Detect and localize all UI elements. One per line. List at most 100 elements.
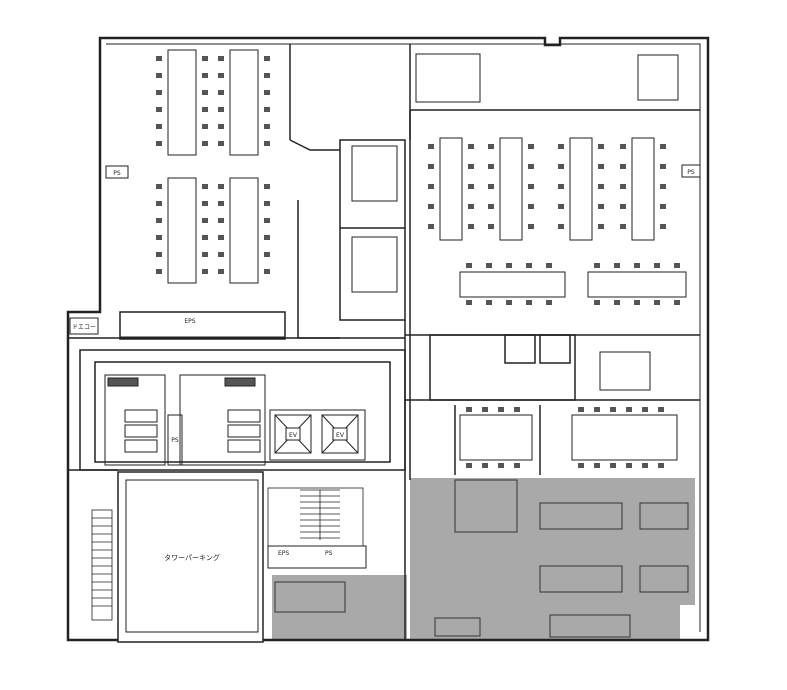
chair-icon — [468, 144, 474, 149]
chair-icon — [218, 73, 224, 78]
chair-icon — [526, 300, 532, 305]
chair-icon — [428, 144, 434, 149]
elevator-left-label: EV — [289, 432, 298, 439]
chair-icon — [514, 407, 520, 412]
chair-icon — [528, 184, 534, 189]
chair-icon — [528, 164, 534, 169]
chair-icon — [598, 224, 604, 229]
chair-icon — [156, 201, 162, 206]
chair-icon — [218, 269, 224, 274]
chair-icon — [264, 141, 270, 146]
chair-icon — [546, 300, 552, 305]
restrooms — [104, 374, 266, 466]
chair-icon — [488, 144, 494, 149]
door-note-box — [69, 317, 99, 335]
chair-icon — [264, 218, 270, 223]
chair-icon — [488, 184, 494, 189]
chair-icon — [156, 269, 162, 274]
chair-icon — [498, 407, 504, 412]
chair-icon — [528, 204, 534, 209]
chair-icon — [264, 56, 270, 61]
chair-icon — [506, 300, 512, 305]
center-stair — [267, 487, 364, 547]
chair-icon — [614, 300, 620, 305]
chair-icon — [264, 73, 270, 78]
chair-icon — [202, 201, 208, 206]
chair-icon — [610, 463, 616, 468]
chair-icon — [156, 124, 162, 129]
chair-icon — [202, 124, 208, 129]
chair-icon — [218, 184, 224, 189]
chair-icon — [466, 463, 472, 468]
chair-icon — [466, 263, 472, 268]
chair-icon — [558, 184, 564, 189]
chair-icon — [264, 124, 270, 129]
chair-icon — [468, 184, 474, 189]
chair-icon — [626, 407, 632, 412]
chair-icon — [202, 107, 208, 112]
chair-icon — [486, 263, 492, 268]
chair-icon — [202, 252, 208, 257]
eps-bottom-label: EPS — [278, 550, 289, 557]
chair-icon — [156, 141, 162, 146]
parking-label: タワーパーキング — [164, 553, 220, 562]
chair-icon — [264, 201, 270, 206]
chair-icon — [526, 263, 532, 268]
ps-bottom-label: PS — [325, 550, 333, 557]
chair-icon — [660, 204, 666, 209]
chair-icon — [626, 463, 632, 468]
chair-icon — [610, 407, 616, 412]
ps-right-label: PS — [687, 169, 695, 176]
chair-icon — [218, 56, 224, 61]
chair-icon — [488, 164, 494, 169]
chair-icon — [594, 463, 600, 468]
chair-icon — [156, 235, 162, 240]
eps-top-label: EPS — [184, 318, 195, 325]
ps-right-box — [681, 164, 701, 178]
chair-icon — [658, 463, 664, 468]
chair-icon — [654, 300, 660, 305]
chair-icon — [218, 107, 224, 112]
elevators — [269, 409, 366, 461]
chair-icon — [482, 463, 488, 468]
chair-icon — [156, 107, 162, 112]
chair-icon — [264, 90, 270, 95]
chair-icon — [654, 263, 660, 268]
chair-icon — [660, 184, 666, 189]
chair-icon — [482, 407, 488, 412]
chair-icon — [264, 252, 270, 257]
chair-icon — [264, 235, 270, 240]
chair-icon — [202, 184, 208, 189]
chair-icon — [658, 407, 664, 412]
chair-icon — [620, 144, 626, 149]
left-stair — [91, 509, 113, 621]
chair-icon — [594, 263, 600, 268]
chair-icon — [558, 144, 564, 149]
chair-icon — [156, 218, 162, 223]
eps-ps-bottom-box — [267, 545, 367, 569]
chair-icon — [642, 407, 648, 412]
chair-icon — [202, 235, 208, 240]
shaded-zone-workstations — [274, 479, 689, 638]
chair-icon — [156, 73, 162, 78]
wc-ps-label: PS — [171, 437, 179, 444]
chair-icon — [634, 263, 640, 268]
chair-icon — [202, 218, 208, 223]
chair-icon — [528, 144, 534, 149]
chair-icon — [156, 252, 162, 257]
chair-icon — [598, 204, 604, 209]
chair-icon — [620, 184, 626, 189]
chair-icon — [528, 224, 534, 229]
chair-icon — [486, 300, 492, 305]
chair-icon — [488, 224, 494, 229]
chair-icon — [634, 300, 640, 305]
chair-icon — [218, 218, 224, 223]
ps-left-label: PS — [113, 170, 121, 177]
door-note-label: ドエコー — [72, 324, 96, 331]
chair-icon — [466, 407, 472, 412]
chair-icon — [428, 224, 434, 229]
chairs — [156, 56, 680, 468]
chair-icon — [468, 224, 474, 229]
chair-icon — [674, 300, 680, 305]
